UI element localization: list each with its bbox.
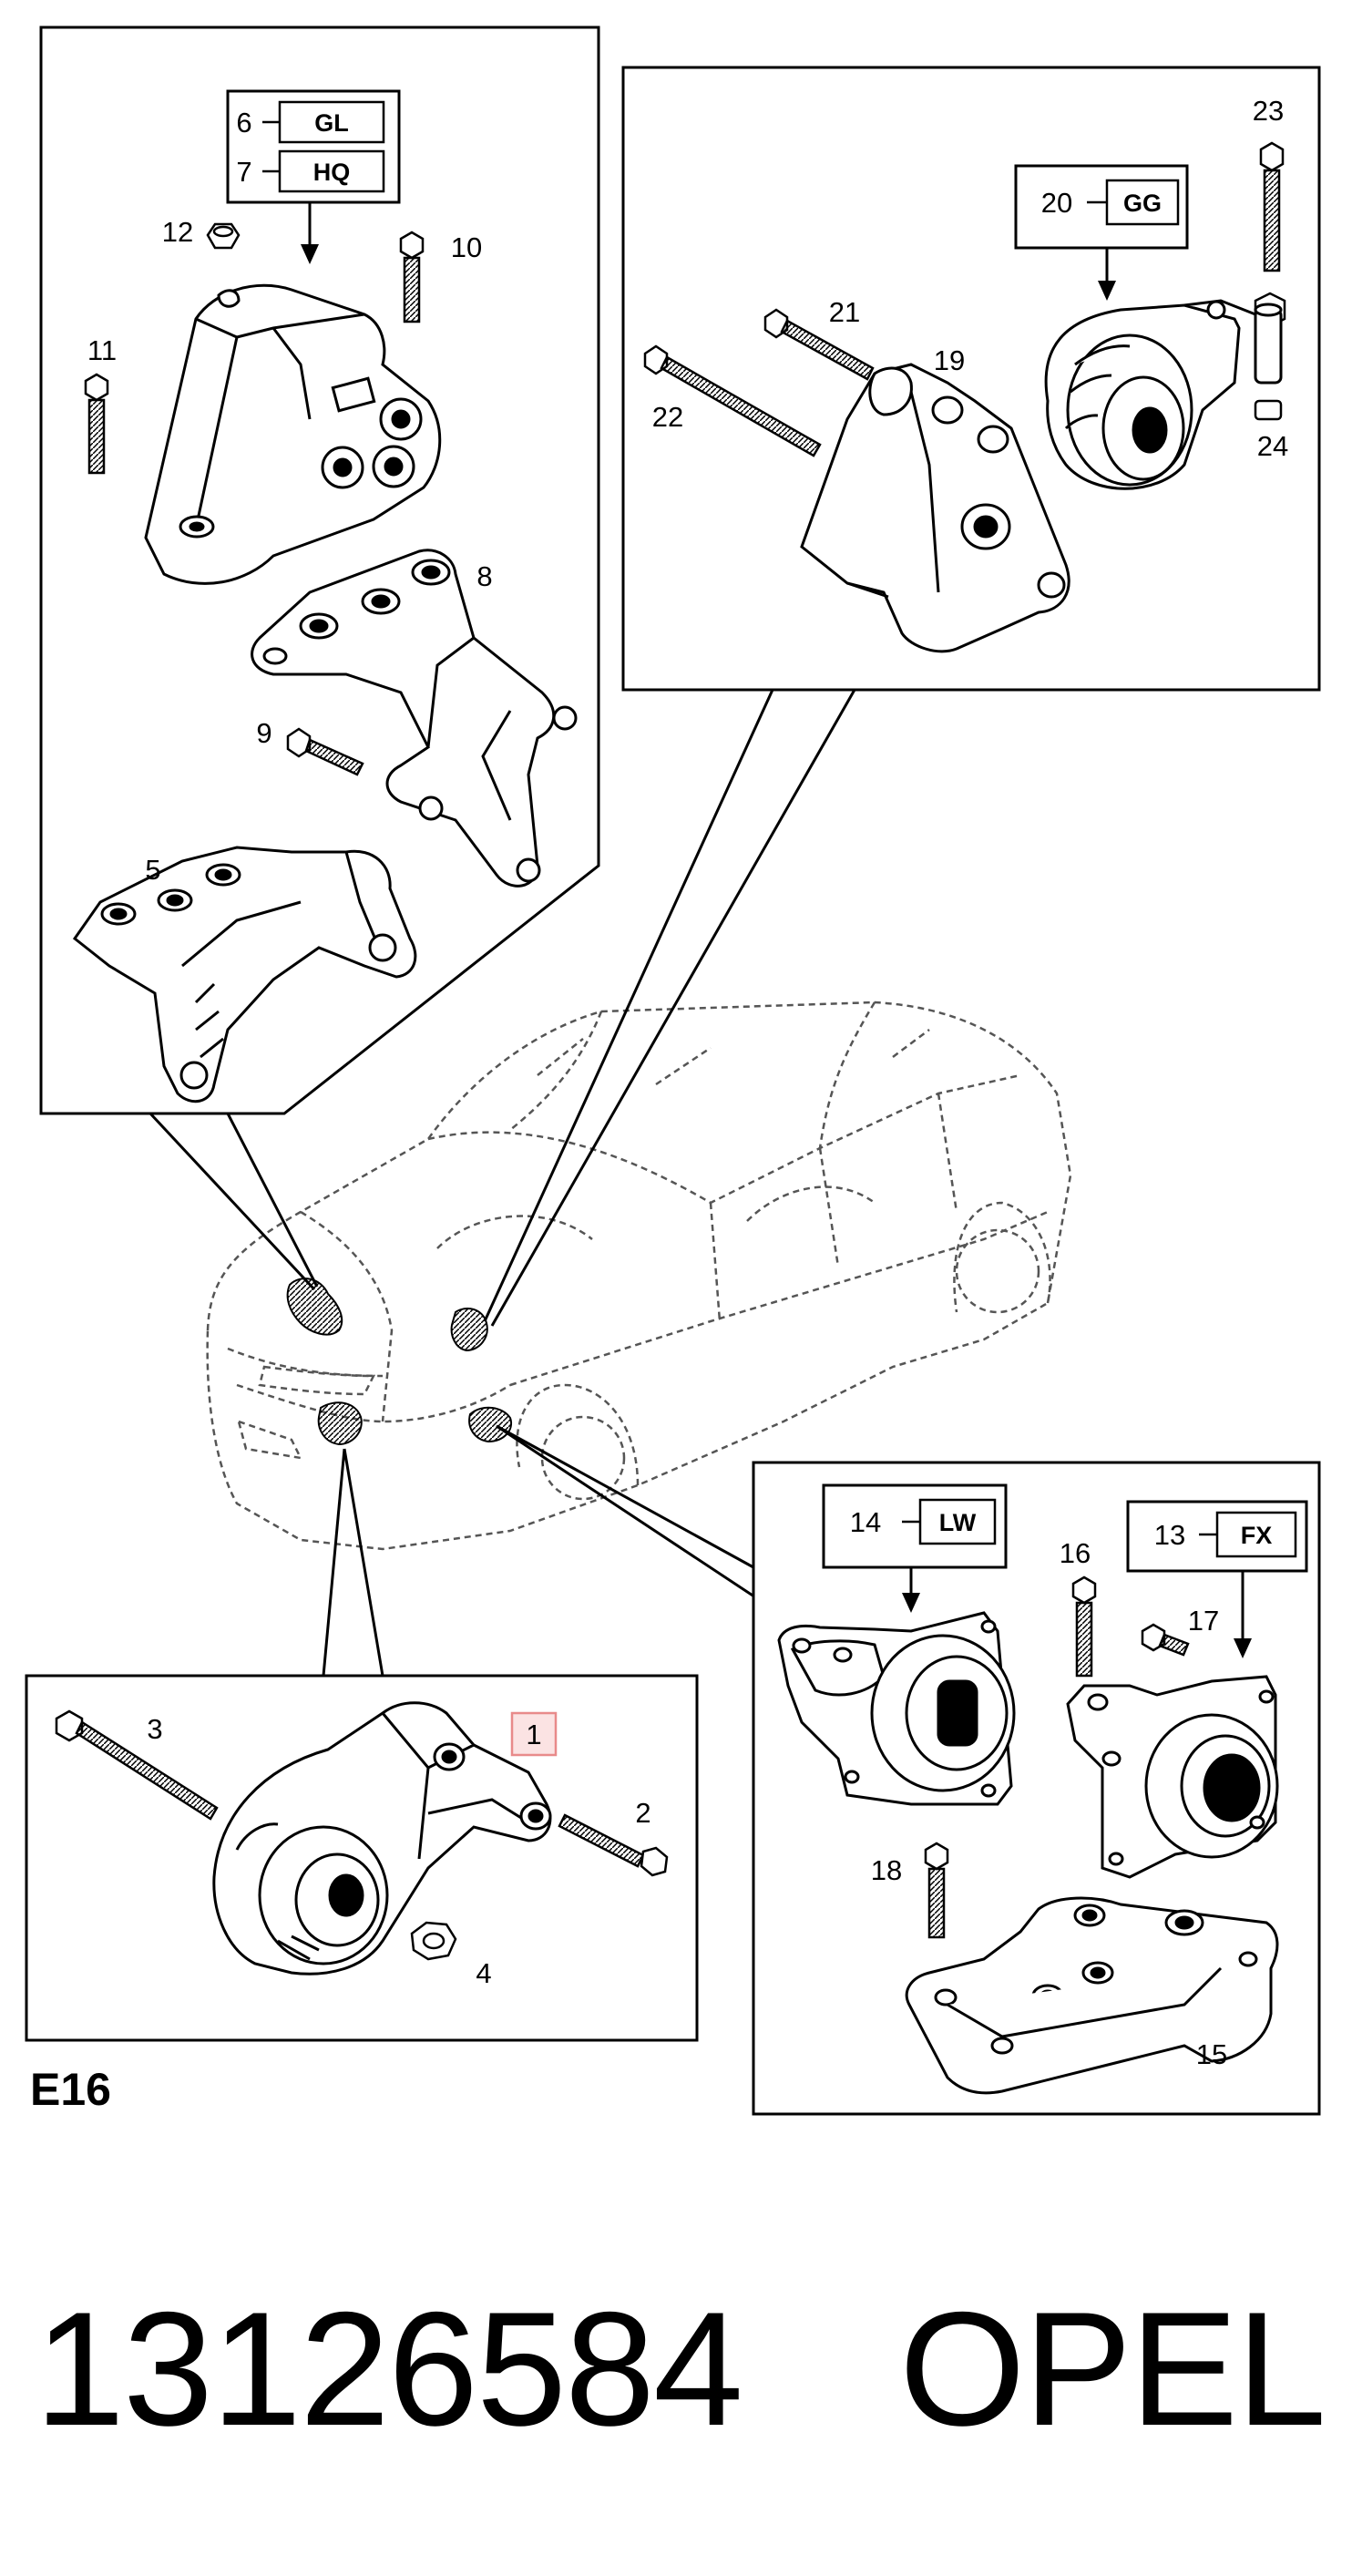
- part-8-bracket: [251, 549, 578, 888]
- callout-20: 20: [1041, 187, 1072, 219]
- code-box-fx: 13 FX: [1126, 1500, 1308, 1658]
- part-3-bolt: [55, 1709, 219, 1821]
- callout-5: 5: [145, 854, 160, 886]
- code-fx: FX: [1241, 1522, 1273, 1549]
- callout-23: 23: [1253, 95, 1284, 127]
- callout-17: 17: [1188, 1605, 1219, 1637]
- part-14-engine-mount: [777, 1611, 1016, 1806]
- part-2-bolt: [558, 1813, 669, 1877]
- callout-7: 7: [236, 156, 251, 188]
- part-20-engine-mount: [1044, 299, 1283, 490]
- code-box-gl-hq: 6 7 GL HQ: [226, 89, 401, 264]
- part-11-bolt: [84, 373, 109, 475]
- callout-18: 18: [871, 1854, 902, 1886]
- part-10-bolt: [399, 231, 425, 323]
- code-hq: HQ: [313, 159, 351, 186]
- callout-14: 14: [850, 1506, 881, 1538]
- panel-bottom-right: 14 LW 13 FX: [752, 1461, 1321, 2116]
- part-6-7-engine-mount: [144, 283, 442, 585]
- callout-1-highlight[interactable]: 1: [510, 1711, 558, 1757]
- part-22-bolt: [643, 344, 822, 457]
- callout-22: 22: [652, 401, 683, 433]
- callout-13: 13: [1154, 1519, 1185, 1551]
- part-9-bolt: [286, 727, 364, 776]
- callout-11: 11: [87, 334, 117, 366]
- callout-21: 21: [829, 296, 860, 328]
- part-16-bolt: [1071, 1575, 1097, 1678]
- part-12-nut: [206, 222, 241, 250]
- page-label: E16: [30, 2064, 111, 2115]
- callout-4: 4: [476, 1957, 491, 1989]
- code-box-lw: 14 LW: [822, 1483, 1008, 1613]
- part-19-bracket: [800, 363, 1070, 653]
- panel-top-right: 20 GG 23 24: [621, 66, 1321, 692]
- callout-6: 6: [236, 107, 251, 139]
- part-18-bolt: [924, 1842, 949, 1939]
- callout-1: 1: [526, 1719, 541, 1750]
- part-1-engine-mount: [212, 1701, 552, 1976]
- callout-12: 12: [162, 216, 193, 248]
- callout-9: 9: [256, 717, 271, 749]
- panel-top-left: 6 7 GL HQ 12 10 11: [39, 26, 600, 1115]
- code-gl: GL: [314, 109, 349, 137]
- leader-lines: [149, 689, 856, 1677]
- callout-2: 2: [635, 1797, 650, 1829]
- callout-24: 24: [1257, 430, 1288, 462]
- code-gg: GG: [1123, 190, 1162, 217]
- part-23-bolt: [1259, 141, 1285, 272]
- panel-bottom-left: 3 1 2 4: [25, 1674, 699, 2042]
- code-box-gg: 20 GG: [1014, 164, 1189, 301]
- callout-15: 15: [1196, 2038, 1227, 2070]
- car-outline: [206, 1001, 1072, 1551]
- part-15-bracket: [905, 1896, 1279, 2095]
- callout-3: 3: [147, 1713, 162, 1745]
- part-number: 13126584: [35, 2278, 743, 2459]
- part-5-bracket: [72, 846, 417, 1103]
- mount-location-marks: [286, 1278, 513, 1446]
- callout-10: 10: [451, 231, 482, 263]
- part-21-bolt: [763, 308, 875, 381]
- callout-8: 8: [476, 560, 492, 592]
- part-4-nut: [410, 1921, 457, 1961]
- callout-16: 16: [1060, 1537, 1091, 1569]
- code-lw: LW: [939, 1509, 977, 1536]
- part-17-bolt: [1141, 1623, 1190, 1657]
- callout-19: 19: [934, 344, 965, 376]
- part-13-engine-mount: [1066, 1675, 1279, 1879]
- brand-name: OPEL: [899, 2278, 1326, 2459]
